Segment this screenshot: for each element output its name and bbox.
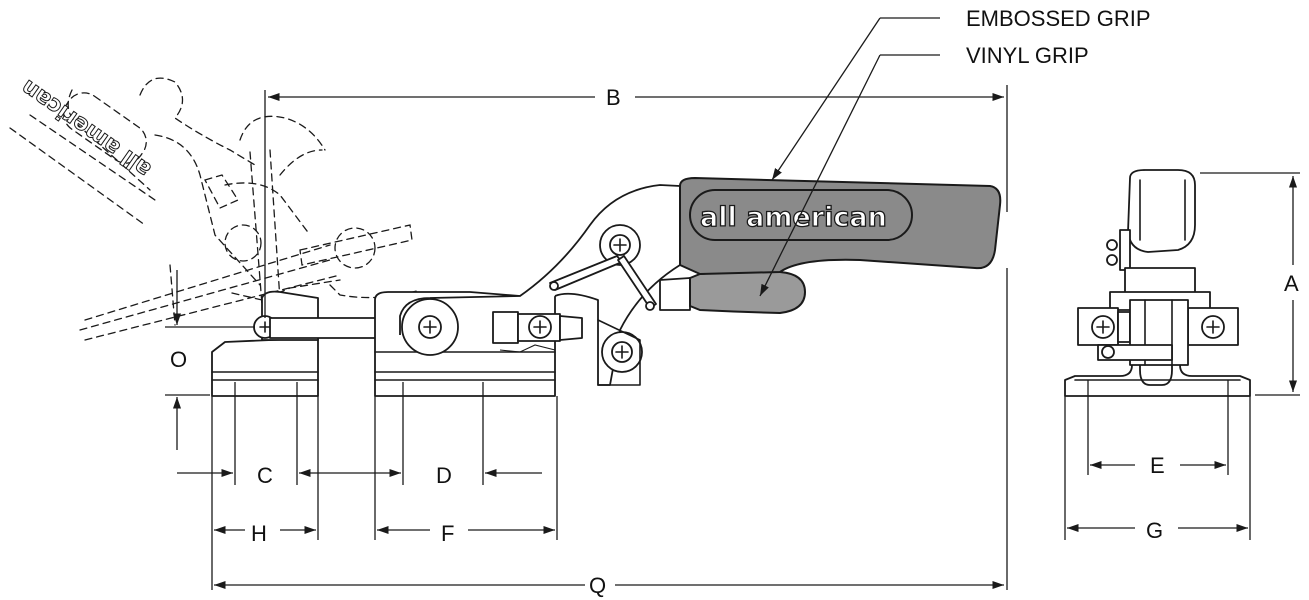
dim-label-c: C <box>257 463 273 488</box>
svg-text:all american: all american <box>17 74 156 182</box>
dimension-lines <box>165 17 1300 590</box>
clamp-end-view <box>1064 169 1251 397</box>
dim-label-d: D <box>436 463 452 488</box>
clamp-side-view: all american <box>211 177 1002 397</box>
dim-label-e: E <box>1150 453 1165 478</box>
callout-embossed-grip: EMBOSSED GRIP <box>966 6 1151 31</box>
labels: EMBOSSED GRIP VINYL GRIP B Q O C D H F A… <box>170 6 1299 598</box>
callout-vinyl-grip: VINYL GRIP <box>966 43 1089 68</box>
dim-label-q: Q <box>589 573 606 598</box>
dim-label-b: B <box>606 85 621 110</box>
dim-label-a: A <box>1284 271 1299 296</box>
dim-label-g: G <box>1146 518 1163 543</box>
ghost-logo: all american <box>16 74 156 183</box>
dim-label-o: O <box>170 347 187 372</box>
logo-text: all american <box>700 202 887 233</box>
dim-label-h: H <box>251 521 267 546</box>
dim-label-f: F <box>441 521 454 546</box>
